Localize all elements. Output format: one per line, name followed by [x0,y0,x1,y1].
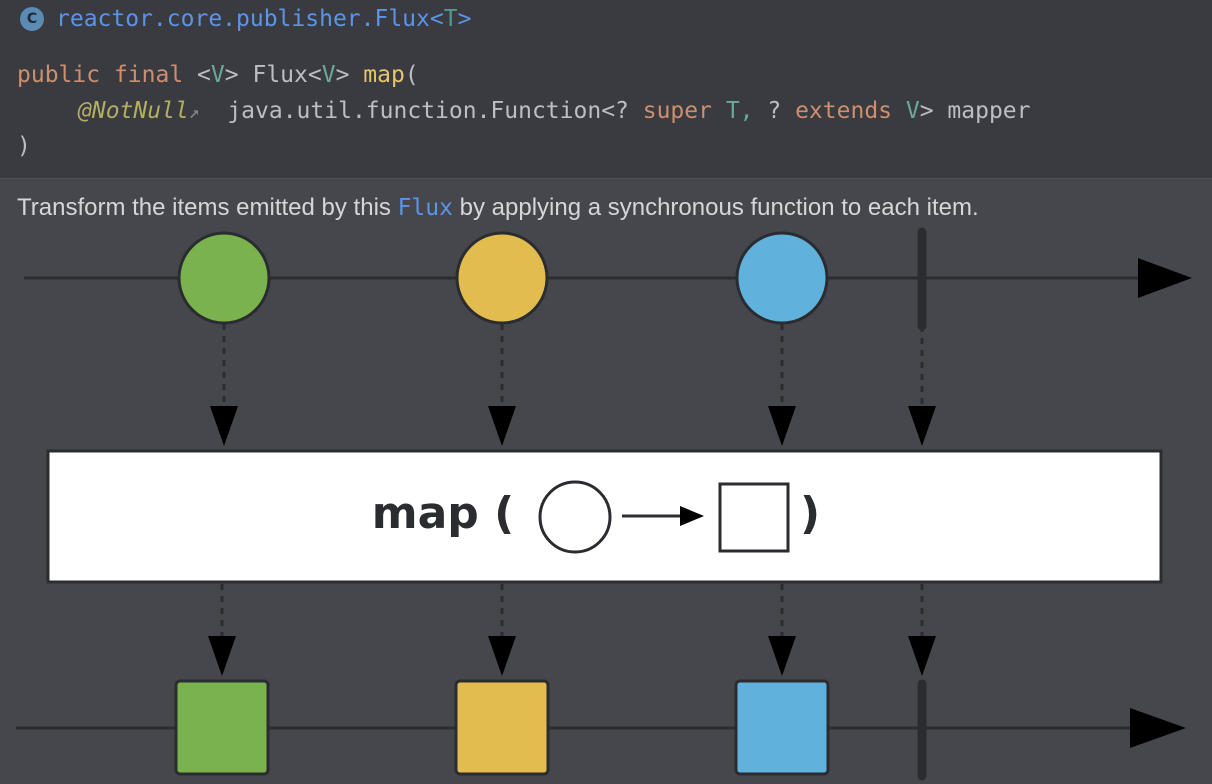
class-type-param: T [443,6,458,32]
generic-type-v: V [210,62,225,88]
output-timeline-arrow [1130,708,1186,748]
operator-close-paren: ) [800,488,820,539]
input-arrowheads [210,406,936,446]
input-marble-yellow [455,231,549,325]
wildcard: ? [767,98,796,124]
arrowhead-down [768,406,796,446]
arrowhead-down [908,636,936,676]
arrowhead-down [210,406,238,446]
annotation-notnull[interactable]: @NotNull [78,98,189,124]
arrowhead-down [208,636,236,676]
input-marble-blue [735,231,829,325]
arrowhead-down [768,636,796,676]
operator-label: map ( [372,488,514,539]
method-name: map [363,62,405,88]
output-arrowheads [208,636,936,676]
parameter-type: java.util.function.Function<? [199,98,643,124]
parameter-name: > mapper [919,98,1031,124]
square-output-icon [718,482,790,553]
input-connectors [222,324,924,412]
keyword-super: super [642,98,712,124]
generic-open: < [183,62,211,88]
paren-close: ) [17,133,31,159]
class-reference: C reactor.core.publisher.Flux<T> [20,4,471,34]
method-description: Transform the items emitted by this Flux… [17,194,979,222]
parameter-type-v: V [892,98,920,124]
signature-line-3: ) [17,128,31,164]
class-generic-close: > [457,6,472,32]
description-text-after: by applying a synchronous function to ea… [452,194,979,221]
arrowhead-down [488,406,516,446]
output-marble-blue [734,679,830,776]
parameter-type-t: T, [711,98,768,124]
input-marble-green [177,231,271,325]
description-text-before: Transform the items emitted by this [17,194,398,221]
generic-close: > [224,62,253,88]
output-marble-green [174,679,270,776]
arrowhead-down [908,406,936,446]
documentation-header: C reactor.core.publisher.Flux<T> public … [0,0,1212,179]
flux-link[interactable]: Flux [397,195,453,221]
class-path-link[interactable]: reactor.core.publisher.Flux [56,6,430,32]
return-type-close: > [335,62,364,88]
keyword-final: final [113,62,184,88]
arrowhead-down [488,636,516,676]
paren-open: ( [404,62,419,88]
circle-input-icon [538,480,612,554]
keyword-public: public [17,62,101,88]
return-type-v: V [321,62,336,88]
class-icon: C [20,7,44,31]
output-connectors [220,584,924,640]
external-link-icon: ↗ [188,102,200,123]
output-marble-yellow [454,679,550,776]
return-type: Flux< [252,62,322,88]
keyword-extends: extends [795,98,893,124]
signature-line-1: public final <V> Flux<V> map( [17,57,419,93]
class-generic-open: < [429,6,444,32]
signature-line-2: @NotNull↗ java.util.function.Function<? … [78,93,1031,129]
input-timeline-arrow [1138,258,1192,298]
transform-arrow-head [680,506,704,526]
